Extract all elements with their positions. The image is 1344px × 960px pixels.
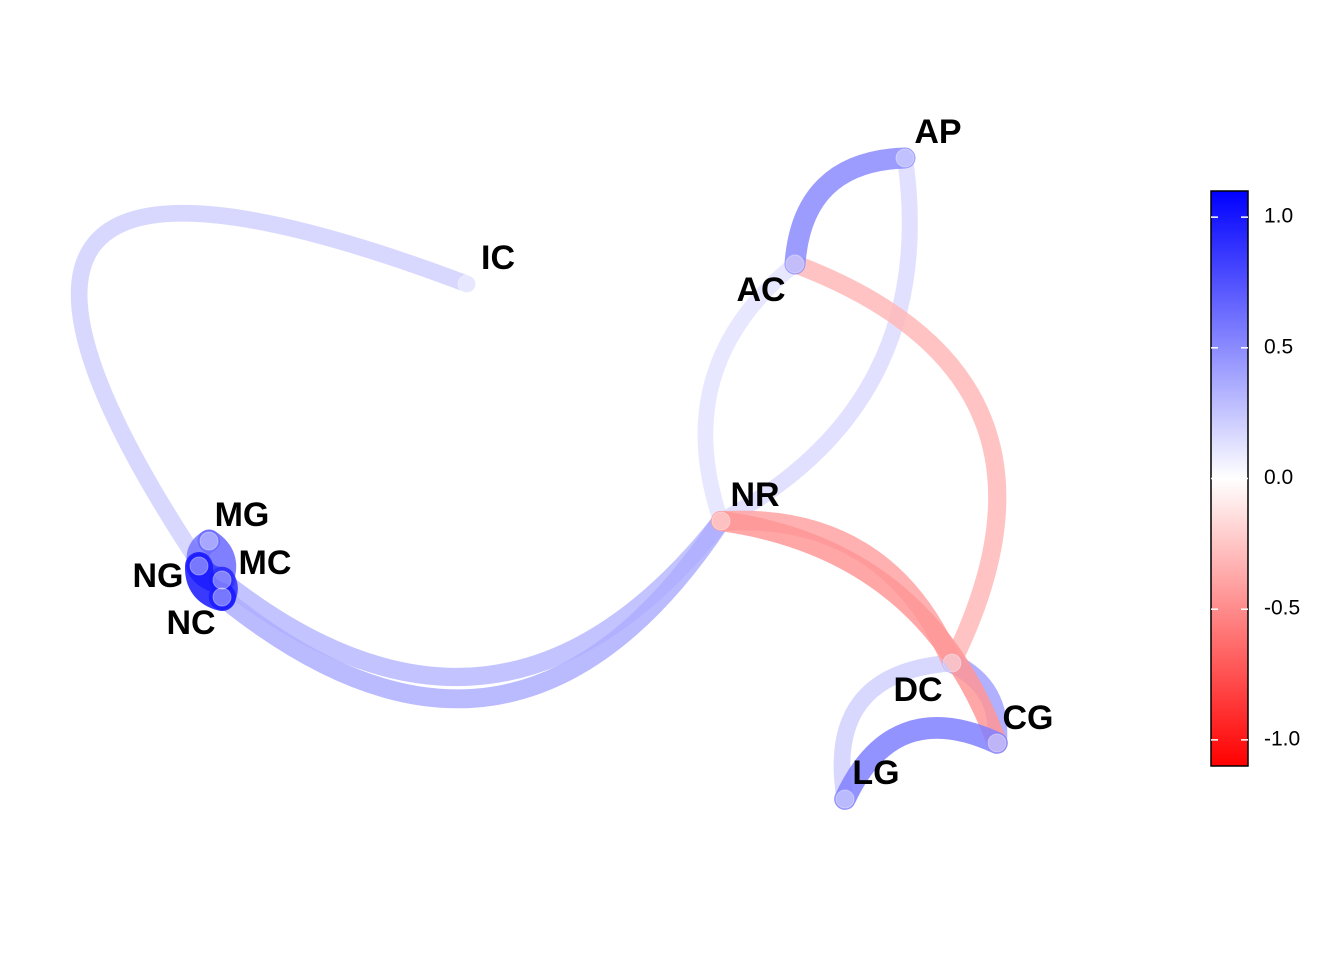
node-ap [895,148,915,168]
edge-ap-nr [712,149,918,530]
node-label-ic: IC [481,239,515,277]
node-label-nc: NC [166,604,215,642]
legend-tick-label: -1.0 [1264,727,1300,750]
node-nr [711,511,731,531]
node-label-mc: MC [239,544,292,582]
legend-tick-label: 0.0 [1264,466,1293,489]
labels-layer: IC AP AC NR MG NG MC NC DC CG LG [133,113,1054,792]
node-ic [457,274,477,294]
edges-layer [70,147,1008,810]
edge-nr-dc [711,510,962,673]
edge-ac-ap [784,147,916,275]
node-mg [199,531,219,551]
node-nc [212,587,232,607]
legend-tick-label: 1.0 [1264,205,1293,228]
node-label-ap: AP [914,113,961,151]
edge-ic-nc [70,204,476,606]
node-cg [987,733,1007,753]
nodes-layer [189,148,1007,809]
node-label-ac: AC [736,271,785,309]
legend-tick-label: 0.5 [1264,335,1293,358]
node-ng [189,556,209,576]
color-legend: 1.0 0.5 0.0 -0.5 -1.0 [1210,190,1300,767]
node-label-ng: NG [133,557,184,595]
node-label-dc: DC [893,671,942,709]
edge-nr-cg [710,510,1008,754]
edge-ac-nr [697,256,803,529]
node-label-cg: CG [1003,699,1054,737]
node-mc [212,570,232,590]
node-label-nr: NR [730,476,779,514]
edge-lg-dc [833,654,961,808]
legend-tick-label: -0.5 [1264,597,1300,620]
edge-ac-dc [785,254,1007,673]
edge-lg-cg [834,717,1008,810]
node-label-lg: LG [852,754,899,792]
node-lg [835,789,855,809]
edge-nr-nc [212,511,731,709]
node-dc [942,653,962,673]
node-ac [785,254,805,274]
node-label-mg: MG [215,496,270,534]
edge-ng-nc [185,552,236,611]
